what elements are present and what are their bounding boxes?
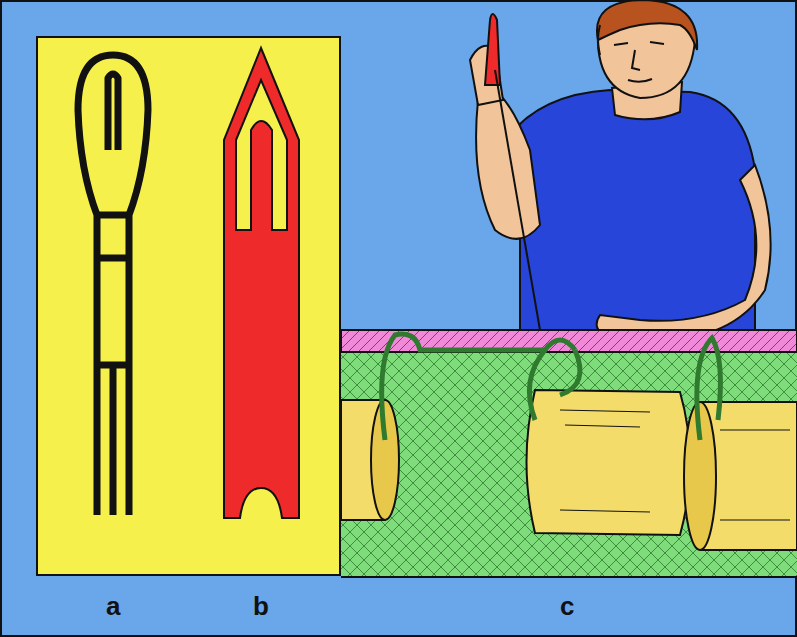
part-letter: b: [253, 593, 269, 619]
part-letter: a: [106, 593, 120, 619]
netting-needle-a: [78, 55, 148, 515]
twine: [495, 70, 540, 330]
twine-loops: [382, 334, 721, 440]
part-letter: c: [560, 593, 574, 619]
net: [341, 332, 797, 577]
netting-needle-b: [224, 48, 299, 518]
floats: [341, 390, 797, 550]
man: [470, 0, 771, 340]
inset-panel: [37, 37, 340, 575]
